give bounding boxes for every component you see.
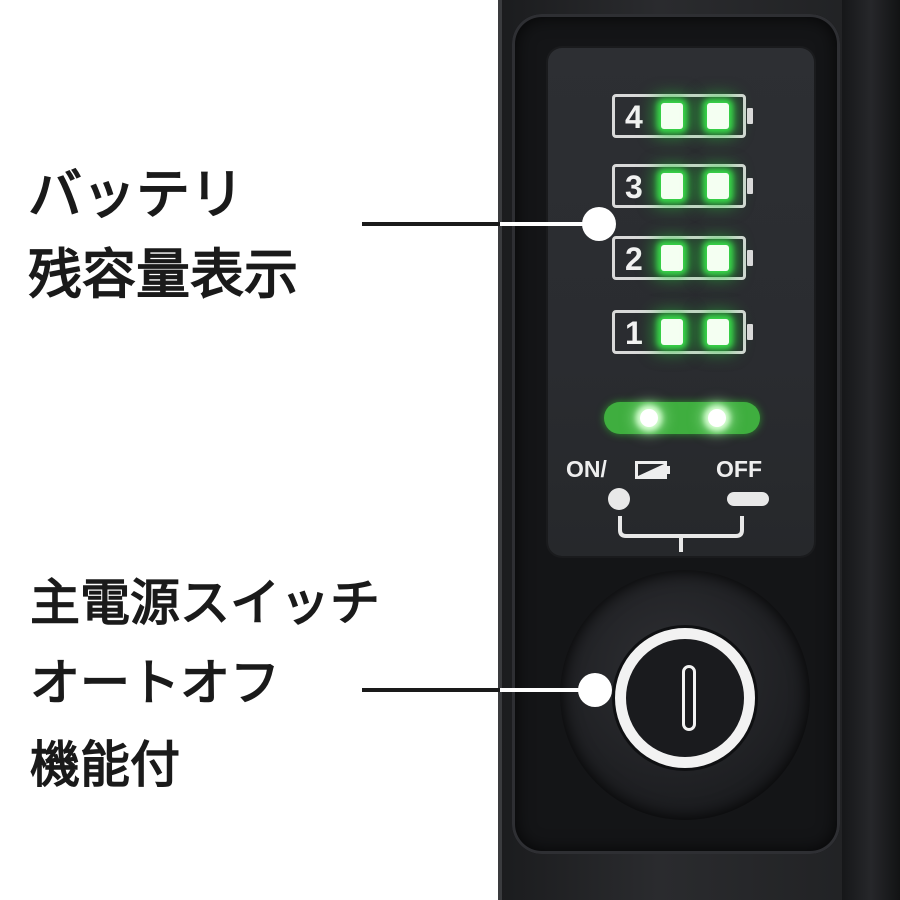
battery-led bbox=[661, 103, 683, 129]
switch-leader-line bbox=[362, 688, 502, 692]
battery-leader-line bbox=[362, 222, 502, 226]
switch-callout-line3: 機能付 bbox=[30, 736, 180, 794]
battery-leader-line bbox=[500, 222, 596, 226]
low-battery-icon bbox=[635, 461, 670, 479]
power-icon bbox=[682, 665, 696, 731]
bracket-connector bbox=[618, 516, 744, 552]
switch-leader-dot bbox=[578, 673, 612, 707]
battery-level-number: 3 bbox=[625, 169, 643, 205]
battery-level-number: 2 bbox=[625, 241, 643, 277]
battery-led bbox=[661, 245, 683, 271]
battery-level-number: 1 bbox=[625, 315, 643, 351]
battery-level-1-icon: 1 bbox=[612, 310, 753, 354]
switch-callout-line1: 主電源スイッチ bbox=[30, 574, 380, 632]
device-side-rail bbox=[842, 0, 900, 900]
on-label: ON/ bbox=[566, 456, 607, 482]
on-indicator-dot bbox=[608, 488, 630, 510]
battery-leader-dot bbox=[582, 207, 616, 241]
battery-led bbox=[661, 319, 683, 345]
power-button[interactable] bbox=[615, 628, 755, 768]
battery-led bbox=[707, 103, 729, 129]
battery-callout-line1: バッテリ bbox=[28, 163, 244, 226]
battery-led bbox=[707, 173, 729, 199]
switch-callout-line2: オートオフ bbox=[30, 654, 280, 712]
status-led-on bbox=[640, 409, 658, 427]
device-edge bbox=[498, 0, 502, 900]
battery-led bbox=[661, 173, 683, 199]
battery-level-3-icon: 3 bbox=[612, 164, 753, 208]
battery-led bbox=[707, 245, 729, 271]
battery-level-2-icon: 2 bbox=[612, 236, 753, 280]
battery-level-4-icon: 4 bbox=[612, 94, 753, 138]
off-indicator-dash bbox=[727, 492, 769, 506]
switch-leader-line bbox=[500, 688, 596, 692]
power-status-led-bar bbox=[604, 402, 760, 434]
battery-callout-line2: 残容量表示 bbox=[28, 243, 298, 306]
battery-level-number: 4 bbox=[625, 99, 643, 135]
status-led-off bbox=[708, 409, 726, 427]
off-label: OFF bbox=[716, 456, 762, 482]
battery-led bbox=[707, 319, 729, 345]
battery-indicator-panel bbox=[548, 48, 814, 556]
